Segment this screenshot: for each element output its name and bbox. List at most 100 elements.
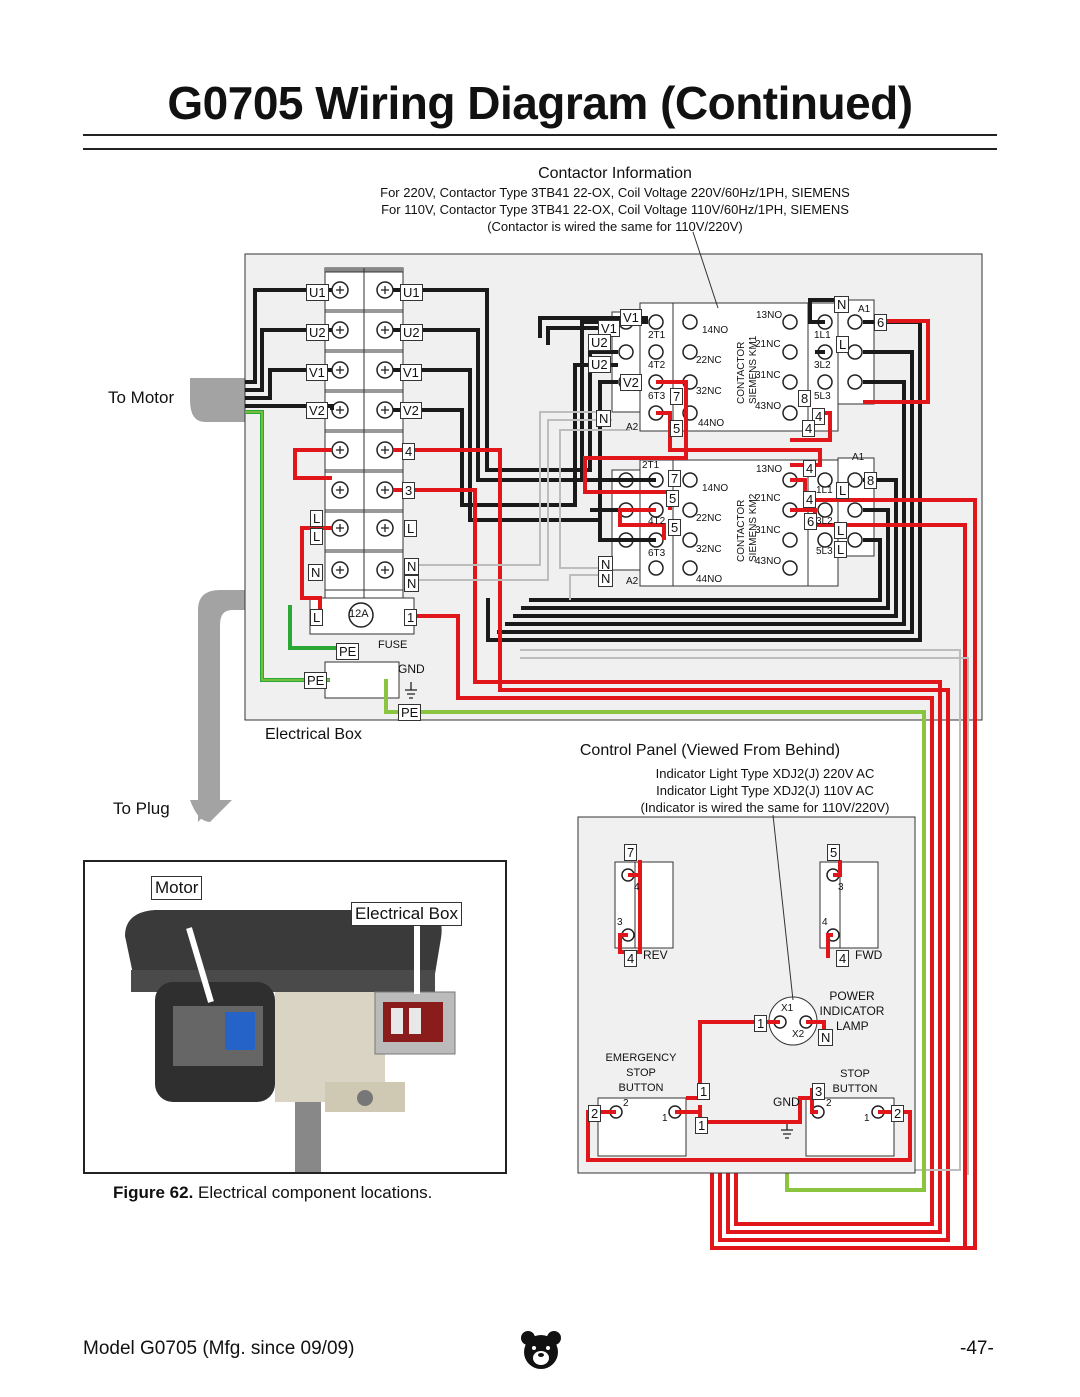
cp-label-fwd-4b: 4 (836, 950, 850, 967)
svg-text:31NC: 31NC (755, 525, 781, 536)
title-rule-top (83, 134, 997, 136)
figure-caption: Figure 62. Electrical component location… (113, 1183, 432, 1203)
km2-label-n-b: N (598, 570, 614, 587)
svg-text:6T3: 6T3 (648, 391, 666, 402)
fwd-label: FWD (855, 948, 883, 962)
cp-label-stop-3: 3 (812, 1083, 826, 1100)
contactor-info-line2: For 110V, Contactor Type 3TB41 22-OX, Co… (381, 202, 849, 217)
terminal-label-u1-left: U1 (306, 284, 329, 301)
gnd-label-box: GND (398, 662, 425, 676)
svg-text:A1: A1 (858, 304, 871, 315)
figure-text: Electrical component locations. (198, 1183, 433, 1202)
indicator-info-line2: Indicator Light Type XDJ2(J) 110V AC (656, 783, 874, 798)
photo-electrical-box-label: Electrical Box (351, 902, 462, 926)
ground-wires (245, 410, 926, 1192)
km2-label-4a: 4 (803, 460, 817, 477)
terminal-label-v1-right: V1 (400, 364, 422, 381)
svg-text:14NO: 14NO (702, 325, 728, 336)
svg-text:22NC: 22NC (696, 355, 722, 366)
indicator-info-line1: Indicator Light Type XDJ2(J) 220V AC (655, 766, 875, 781)
terminal-label-l-1: L (310, 510, 324, 527)
svg-text:SIEMENS KM2: SIEMENS KM2 (748, 493, 759, 562)
terminal-label-n-right-top: N (404, 558, 420, 575)
svg-text:A2: A2 (626, 576, 639, 587)
svg-text:3L2: 3L2 (814, 360, 831, 371)
x2-label: X2 (792, 1029, 805, 1040)
terminal-label-l-2: L (310, 528, 324, 545)
pe-label-1: PE (336, 643, 360, 660)
plug-conduit (198, 590, 245, 822)
svg-text:44NO: 44NO (698, 418, 724, 429)
stop-button-label: BUTTON (832, 1083, 878, 1095)
svg-text:4T2: 4T2 (648, 360, 666, 371)
km2-label-5b: 5 (668, 519, 682, 536)
svg-text:3L2: 3L2 (816, 516, 833, 527)
svg-text:A2: A2 (626, 422, 639, 433)
rev-label: REV (643, 948, 668, 962)
svg-text:43NO: 43NO (755, 401, 781, 412)
km1-label-n: N (834, 296, 850, 313)
cp-label-stop-2-small: 2 (826, 1098, 832, 1109)
terminal-label-4: 4 (402, 443, 416, 460)
terminal-label-v2-left: V2 (306, 402, 328, 419)
terminal-label-3: 3 (402, 482, 416, 499)
gnd-label-panel: GND (773, 1095, 800, 1109)
km2-label-l-b: L (834, 522, 848, 539)
title-rule-bottom (83, 148, 997, 150)
cp-label-estop-1: 1 (697, 1083, 711, 1100)
svg-text:44NO: 44NO (696, 574, 722, 585)
svg-text:4T2: 4T2 (648, 516, 666, 527)
svg-text:14NO: 14NO (702, 483, 728, 494)
footer-model: Model G0705 (Mfg. since 09/09) (83, 1338, 355, 1359)
pe-label-3: PE (398, 704, 422, 721)
fuse-label: FUSE (378, 639, 408, 651)
pe-label-2: PE (304, 672, 328, 689)
km2-label-4b: 4 (803, 491, 817, 508)
page-title: G0705 Wiring Diagram (Continued) (167, 77, 913, 129)
km1-label-l: L (836, 336, 850, 353)
page-number: -47- (960, 1338, 994, 1359)
figure-label: Figure 62. (113, 1183, 194, 1202)
cp-label-fwd-4: 4 (822, 917, 828, 928)
bear-head-logo-icon (521, 1331, 561, 1369)
svg-text:32NC: 32NC (696, 386, 722, 397)
cp-label-estop-2-small: 2 (623, 1098, 629, 1109)
svg-text:32NC: 32NC (696, 544, 722, 555)
km2-label-l-c: L (834, 541, 848, 558)
terminal-label-n-right-bottom: N (404, 575, 420, 592)
cp-label-stop-2: 2 (891, 1105, 905, 1122)
km1-label-u2a: U2 (588, 334, 611, 351)
km1-label-7: 7 (670, 388, 684, 405)
terminal-label-n-left: N (308, 564, 324, 581)
svg-text:1L1: 1L1 (816, 485, 833, 496)
cp-label-lamp-n: N (818, 1029, 834, 1046)
cp-label-estop-1-small: 1 (662, 1113, 668, 1124)
emergency-label: EMERGENCY (605, 1052, 677, 1064)
terminal-label-1: 1 (404, 609, 418, 626)
svg-text:2T1: 2T1 (642, 460, 660, 471)
drill-press-photo: Motor Electrical Box (83, 860, 507, 1174)
motor-conduit (190, 378, 245, 422)
svg-text:13NO: 13NO (756, 464, 782, 475)
svg-text:2T1: 2T1 (648, 330, 666, 341)
km2-label-6: 6 (804, 513, 818, 530)
cp-label-rev-4b: 4 (624, 950, 638, 967)
indicator-info-line3: (Indicator is wired the same for 110V/22… (640, 800, 890, 815)
x1-label: X1 (781, 1003, 794, 1014)
fwd-switch (819, 861, 879, 949)
svg-text:22NC: 22NC (696, 513, 722, 524)
svg-text:21NC: 21NC (755, 493, 781, 504)
fuse-value: 12A (349, 608, 369, 620)
cp-label-rev-3: 3 (617, 917, 623, 928)
electrical-box-label: Electrical Box (265, 726, 362, 743)
km2-label-7: 7 (668, 470, 682, 487)
cp-label-fwd-3: 3 (838, 882, 844, 893)
terminal-label-v2-right: V2 (400, 402, 422, 419)
terminal-label-u2-left: U2 (306, 324, 329, 341)
cp-label-7: 7 (624, 844, 638, 861)
emergency-button-label: BUTTON (618, 1082, 664, 1094)
svg-text:6T3: 6T3 (648, 548, 666, 559)
svg-text:CONTACTOR: CONTACTOR (736, 342, 747, 404)
svg-text:5L3: 5L3 (814, 391, 831, 402)
km1-label-v2: V2 (620, 374, 642, 391)
